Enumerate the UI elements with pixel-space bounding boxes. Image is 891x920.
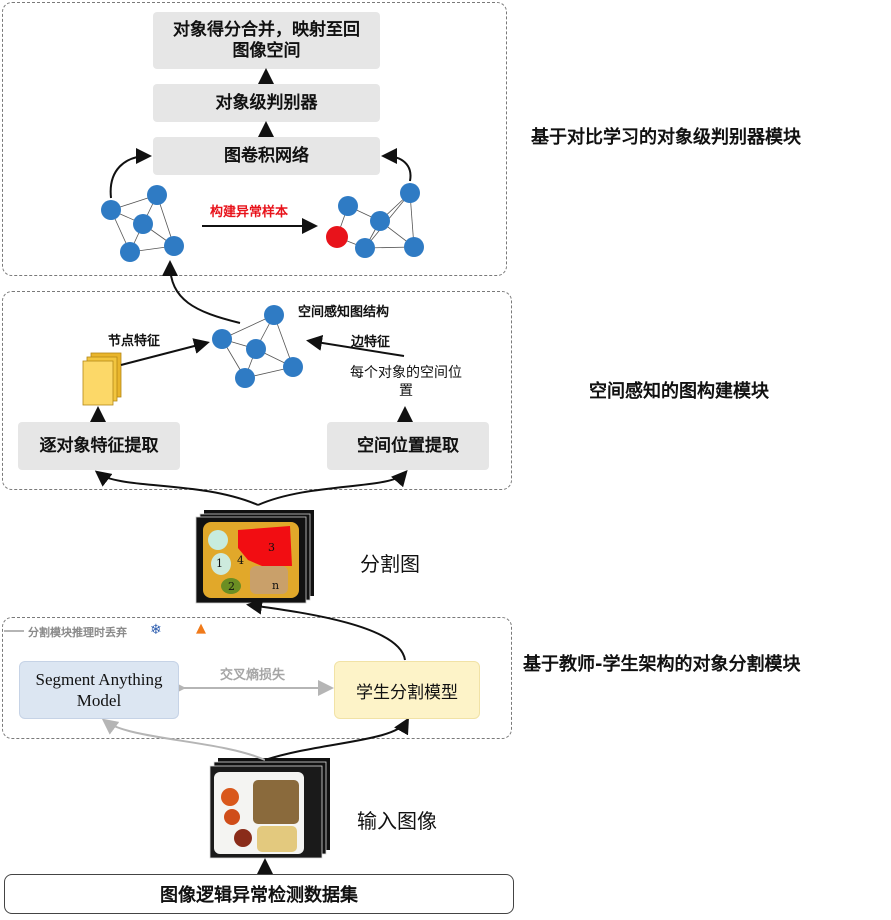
- arrow-spatial-to-graph: [162, 260, 241, 324]
- graph-node: [212, 329, 232, 349]
- spatial-graph-label: 空间感知图结构: [298, 305, 390, 320]
- arrow-seg-to-objfeat: [94, 470, 259, 506]
- graph-node: [235, 368, 255, 388]
- graph-node: [264, 305, 284, 325]
- dataset-box-text: 图像逻辑异常检测数据集: [160, 885, 358, 906]
- graph-node: [370, 211, 390, 231]
- flame-icon: ▲: [196, 621, 206, 636]
- snowflake-icon: ❄: [150, 622, 162, 638]
- gcn-box: 图卷积网络: [153, 137, 380, 175]
- discard-note: 分割模块推理时丢弃: [28, 626, 127, 639]
- segmentation-map-label: 分割图: [360, 552, 420, 576]
- graph-node: [283, 357, 303, 377]
- discriminator-box-text: 对象级判别器: [215, 92, 318, 113]
- segmentation-module-box: [2, 617, 512, 739]
- student-box-text: 学生分割模型: [356, 682, 458, 703]
- feature-stack-icon: [82, 352, 122, 406]
- segmentation-module-title: 基于教师-学生架构的对象分割模块: [523, 654, 801, 675]
- edge-feature-label: 边特征: [351, 335, 391, 350]
- arrow-edge-feature: [306, 334, 405, 357]
- graph-node: [355, 238, 375, 258]
- anomaly-sample-label: 构建异常样本: [210, 205, 289, 220]
- arrow-input-to-student: [264, 717, 409, 761]
- input-image: [209, 758, 330, 859]
- seg-region-3: 3: [268, 541, 275, 554]
- position-text: 每个对象的空间位置: [350, 365, 462, 399]
- arrow-left-graph-to-gcn: [109, 148, 152, 199]
- sam-box-text: Segment Anything Model: [35, 670, 163, 710]
- seg-region-4: 4: [237, 554, 244, 567]
- graph-node: [338, 196, 358, 216]
- graph-node: [404, 237, 424, 257]
- contrastive-module-box: [2, 2, 507, 276]
- graph-node: [147, 185, 167, 205]
- seg-region-2: 2: [228, 580, 235, 593]
- seg-region-1: 1: [216, 557, 223, 570]
- graph-node: [101, 200, 121, 220]
- graph-node: [246, 339, 266, 359]
- position-box-text: 空间位置提取: [357, 435, 459, 456]
- graph-module-title: 空间感知的图构建模块: [589, 381, 769, 402]
- arrow-student-to-segmap: [246, 598, 406, 661]
- segmentation-map-image: [195, 510, 314, 604]
- loss-label: 交叉熵损失: [220, 668, 286, 683]
- input-image-label: 输入图像: [357, 809, 437, 833]
- sam-box: Segment Anything Model: [19, 661, 179, 719]
- contrastive-module-title: 基于对比学习的对象级判别器模块: [531, 127, 801, 148]
- gcn-box-text: 图卷积网络: [224, 145, 309, 166]
- node-feature-label: 节点特征: [108, 334, 161, 349]
- object-feature-box-text: 逐对象特征提取: [39, 435, 159, 456]
- discriminator-box: 对象级判别器: [153, 84, 380, 122]
- graph-node: [133, 214, 153, 234]
- seg-region-n: n: [272, 579, 280, 592]
- position-box: 空间位置提取: [327, 422, 489, 470]
- arrow-right-graph-to-gcn: [381, 148, 412, 182]
- merge-box: 对象得分合并，映射至回图像空间: [153, 12, 380, 69]
- graph-node: [400, 183, 420, 203]
- object-feature-box: 逐对象特征提取: [18, 422, 180, 470]
- student-box: 学生分割模型: [334, 661, 480, 719]
- graph-node: [120, 242, 140, 262]
- arrow-input-to-sam: [101, 718, 266, 761]
- merge-box-text: 对象得分合并，映射至回图像空间: [173, 19, 360, 61]
- anomaly-node: [326, 226, 348, 248]
- graph-node: [164, 236, 184, 256]
- graph-module-box: [2, 291, 512, 490]
- dataset-box: 图像逻辑异常检测数据集: [4, 874, 514, 914]
- arrow-node-feature: [120, 338, 210, 366]
- arrow-seg-to-position: [257, 470, 408, 506]
